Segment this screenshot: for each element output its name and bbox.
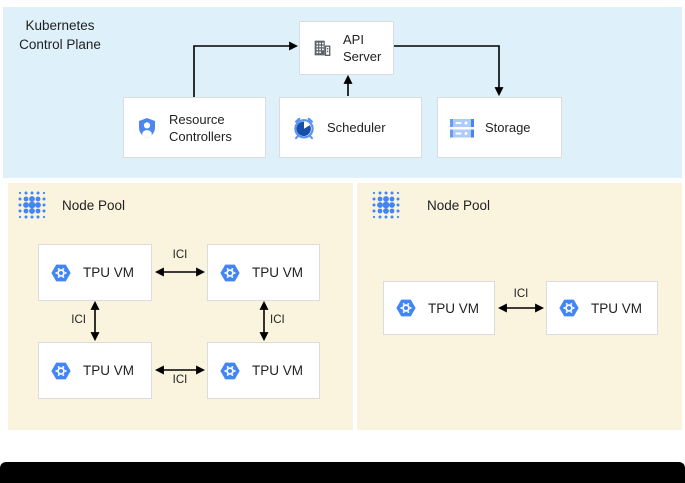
tpu-vm-label: TPU VM <box>591 300 643 316</box>
storage-disks-icon <box>449 115 475 141</box>
alarm-clock-icon <box>291 115 317 141</box>
tpu-vm-label: TPU VM <box>83 265 135 280</box>
tpu-vm-box: TPU VM <box>207 342 320 399</box>
control-plane-title: Kubernetes Control Plane <box>19 18 101 52</box>
tpu-vm-label: TPU VM <box>252 265 304 280</box>
api-server-label: API Server <box>343 32 382 64</box>
tpu-icon <box>219 262 241 284</box>
ici-label: ICI <box>513 288 529 300</box>
storage-label: Storage <box>485 120 531 135</box>
window-bottom-bar <box>0 462 685 483</box>
node-pool-left-label: Node Pool <box>62 198 126 213</box>
tpu-vm-box: TPU VM <box>38 342 152 399</box>
tpu-icon <box>558 297 580 319</box>
resource-controllers-box: Resource Controllers <box>123 97 266 158</box>
dot-cluster-icon <box>16 189 48 221</box>
shield-user-icon <box>135 116 159 140</box>
tpu-vm-label: TPU VM <box>252 363 304 378</box>
scheduler-box: Scheduler <box>279 97 422 158</box>
ici-label: ICI <box>172 249 188 261</box>
ici-label: ICI <box>172 374 188 386</box>
dot-cluster-icon <box>370 189 402 221</box>
tpu-icon <box>395 297 417 319</box>
tpu-vm-box: TPU VM <box>38 244 152 301</box>
tpu-vm-label: TPU VM <box>83 363 135 378</box>
ici-label: ICI <box>270 314 285 326</box>
tpu-vm-label: TPU VM <box>428 300 480 316</box>
scheduler-label: Scheduler <box>327 120 386 135</box>
building-icon <box>311 37 333 59</box>
tpu-vm-box: TPU VM <box>383 281 495 335</box>
node-pool-right-label: Node Pool <box>427 198 491 213</box>
tpu-icon <box>50 360 72 382</box>
tpu-vm-box: TPU VM <box>546 281 658 335</box>
ici-label: ICI <box>71 314 86 326</box>
storage-box: Storage <box>437 97 562 158</box>
tpu-vm-box: TPU VM <box>207 244 320 301</box>
api-server-box: API Server <box>299 21 394 75</box>
tpu-icon <box>50 262 72 284</box>
resource-controllers-label: Resource Controllers <box>169 111 232 144</box>
tpu-icon <box>219 360 241 382</box>
